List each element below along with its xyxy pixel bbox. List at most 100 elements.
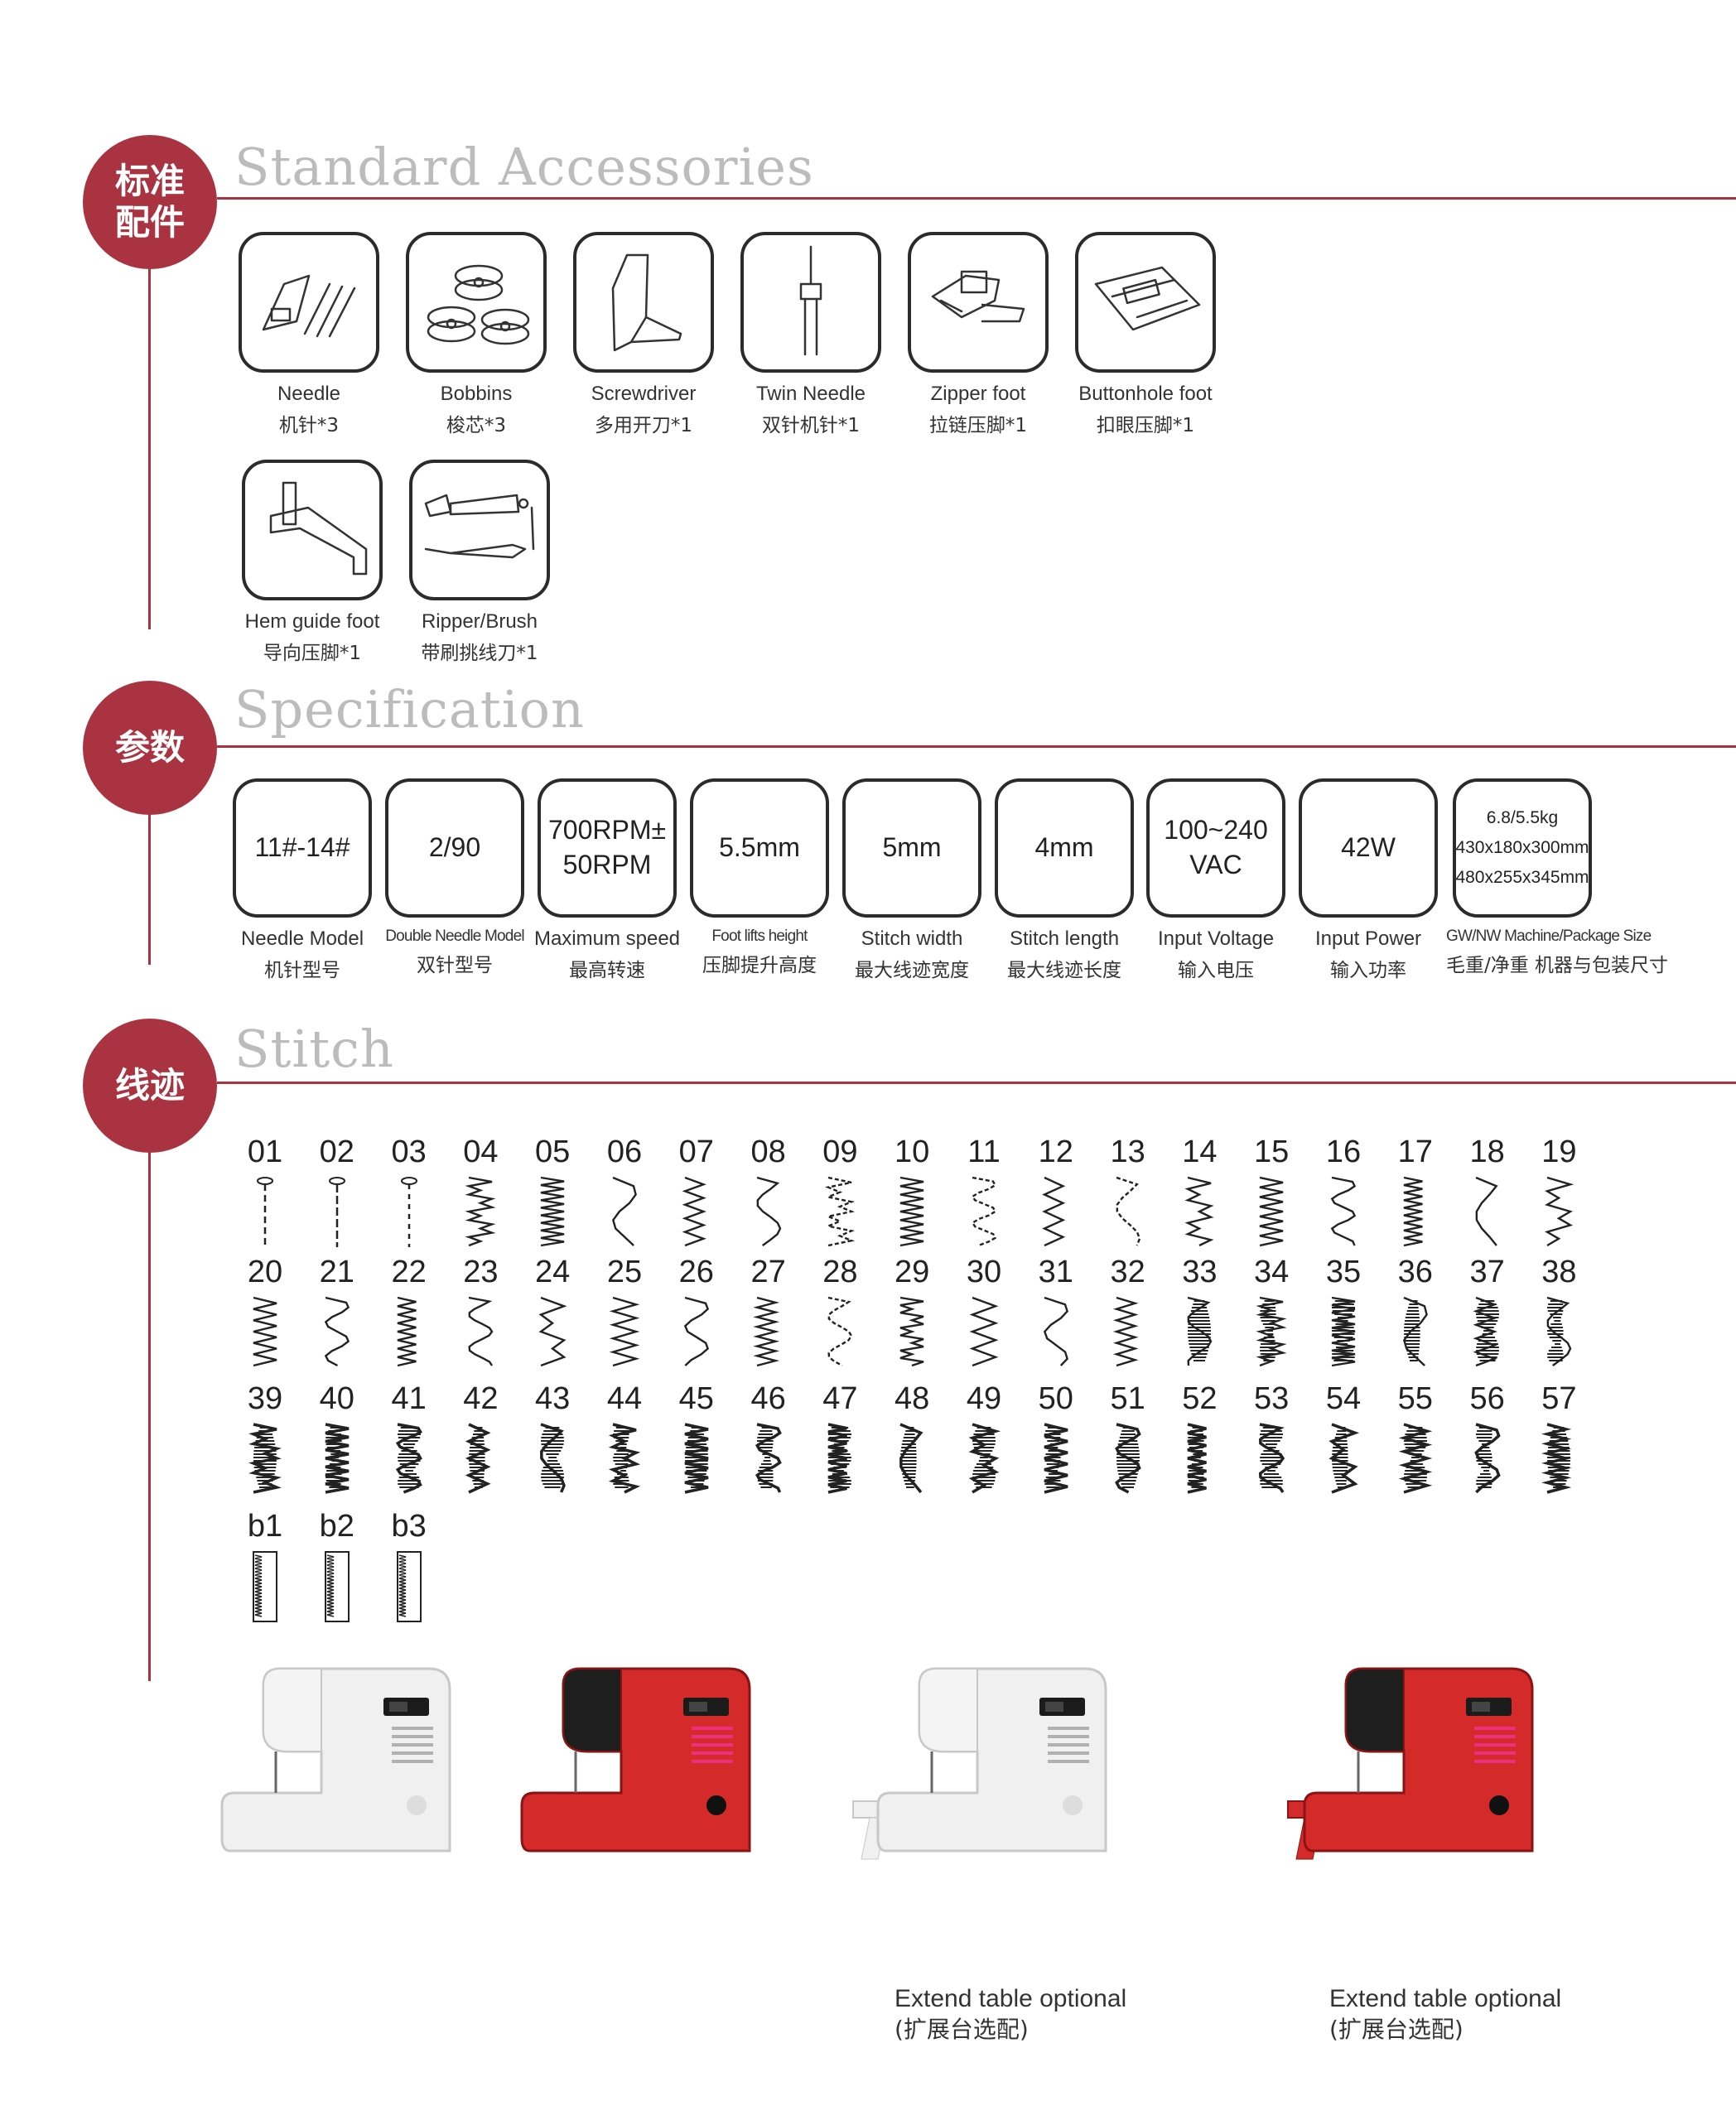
stitch-number: 23 [463, 1255, 499, 1289]
accessory-label-en: Needle [277, 383, 341, 405]
spec-label-cn: 毛重/净重 机器与包装尺寸 [1446, 955, 1669, 976]
spec-label-cn: 机针型号 [264, 960, 340, 981]
stitch-pattern-icon [530, 1176, 575, 1251]
stitch-pattern-icon [243, 1176, 287, 1251]
spec-label-cn: 双针型号 [417, 955, 493, 976]
accessories-badge: 标准 配件 [83, 135, 217, 269]
spec-label-en: Foot lifts height [711, 928, 808, 945]
stitch-pattern-icon [1393, 1176, 1438, 1251]
accessory-label-cn: 导向压脚*1 [263, 643, 362, 664]
accessory-box [740, 232, 881, 373]
hem-guide-foot-icon [250, 466, 374, 595]
spec-value: 100~240 VAC [1146, 778, 1285, 918]
stitch-number: 35 [1325, 1255, 1362, 1289]
caption-cn: (扩展台选配) [1329, 2015, 1464, 2043]
stitch-number: 38 [1541, 1255, 1577, 1289]
spec-value: 42W [1299, 778, 1438, 918]
spec-value: 5.5mm [690, 778, 829, 918]
accessory-label-cn: 多用开刀*1 [594, 415, 693, 436]
stitch-pattern-icon [1393, 1296, 1438, 1371]
accessory-box [409, 460, 550, 600]
stitch-pattern-icon [1536, 1176, 1581, 1251]
stitch-title: Stitch [234, 1019, 394, 1079]
stitch-number: 30 [966, 1255, 1002, 1289]
stitch-number: 17 [1397, 1135, 1433, 1169]
accessory-label-cn: 机针*3 [278, 415, 340, 436]
spec-label-cn: 压脚提升高度 [702, 955, 817, 976]
caption-en: Extend table optional [895, 1985, 1127, 2012]
accessory-label-en: Bobbins [440, 383, 513, 405]
spec-value: 5mm [842, 778, 981, 918]
needle-icon [247, 238, 371, 367]
accessory-label-cn: 扣眼压脚*1 [1096, 415, 1195, 436]
stitch-pattern-icon [315, 1423, 359, 1498]
accessory-box [239, 232, 379, 373]
screwdriver-icon [581, 238, 706, 367]
stitch-pattern-icon [1106, 1296, 1150, 1371]
stitch-pattern-icon [817, 1423, 862, 1498]
spec-value: 4mm [995, 778, 1134, 918]
spec-label-cn: 最大线迹长度 [1007, 960, 1121, 981]
accessory-box [1075, 232, 1216, 373]
stitch-pattern-icon [387, 1176, 432, 1251]
stitch-pattern-icon [890, 1176, 934, 1251]
stitch-pattern-icon [1536, 1423, 1581, 1498]
stitch-number: 48 [895, 1381, 930, 1416]
spec-label-en: GW/NW Machine/Package Size [1446, 928, 1652, 945]
stitch-pattern-icon [243, 1550, 287, 1627]
stitch-number: 06 [606, 1135, 643, 1169]
stitch-pattern-icon [1106, 1423, 1150, 1498]
spec-label-cn: 输入电压 [1178, 960, 1254, 981]
stitch-pattern-icon [962, 1176, 1006, 1251]
stitch-number: 44 [606, 1381, 643, 1416]
white-machine-extend-table [795, 1660, 1176, 1876]
stitch-number: 43 [535, 1381, 571, 1416]
stitch-number: 11 [967, 1135, 1001, 1169]
accessory-item: Buttonhole foot 扣眼压脚*1 [1072, 232, 1219, 437]
stitch-pattern-icon [1536, 1296, 1581, 1371]
spec-badge: 参数 [83, 681, 217, 815]
stitch-number: 55 [1397, 1381, 1433, 1416]
stitch-pattern-icon [1177, 1176, 1222, 1251]
stitch-number: 20 [247, 1255, 283, 1289]
stitch-number: 39 [247, 1381, 283, 1416]
stitch-number: 01 [247, 1135, 283, 1169]
accessory-label-cn: 拉链压脚*1 [928, 415, 1028, 436]
stitch-pattern-icon [1249, 1176, 1294, 1251]
stitch-number: 28 [822, 1255, 858, 1289]
stitch-pattern-icon [746, 1423, 791, 1498]
zipper-foot-icon [916, 238, 1040, 367]
caption-en: Extend table optional [1329, 1985, 1562, 2012]
spec-label-en: Input Power [1314, 928, 1422, 950]
accessory-item: Twin Needle 双针机针*1 [737, 232, 885, 437]
spec-item: 4mm Stitch length 最大线迹长度 [988, 778, 1140, 982]
stitch-number: 19 [1541, 1135, 1577, 1169]
stitch-pattern-icon [1034, 1296, 1078, 1371]
stitch-pattern-icon [890, 1296, 934, 1371]
stitch-pattern-icon [1106, 1176, 1150, 1251]
stitch-pattern-icon [1249, 1423, 1294, 1498]
stitch-number: 22 [391, 1255, 427, 1289]
stitch-pattern-icon [746, 1176, 791, 1251]
stitch-pattern-icon [1034, 1423, 1078, 1498]
twin-needle-icon [749, 238, 873, 367]
stitch-pattern-icon [890, 1423, 934, 1498]
stitch-number: 18 [1469, 1135, 1505, 1169]
stitch-number: 12 [1038, 1135, 1073, 1169]
stitch-pattern-icon [458, 1296, 503, 1371]
stitch-number: b2 [319, 1509, 354, 1544]
stitch-pattern-icon [1249, 1296, 1294, 1371]
stitch-number: 15 [1254, 1135, 1290, 1169]
stitch-number: 56 [1469, 1381, 1505, 1416]
stitch-badge: 线迹 [83, 1019, 217, 1153]
accessory-item: Ripper/Brush 带刷挑线刀*1 [406, 460, 553, 665]
stitch-number: 51 [1110, 1381, 1145, 1416]
buttonhole-foot-icon [1083, 238, 1208, 367]
stitch-number: 37 [1469, 1255, 1505, 1289]
stitch-number: 45 [678, 1381, 714, 1416]
accessory-box [406, 232, 547, 373]
stitch-number: 49 [966, 1381, 1002, 1416]
spec-item: 700RPM± 50RPM Maximum speed 最高转速 [531, 778, 683, 982]
stitch-number: 50 [1038, 1381, 1073, 1416]
spec-item: 42W Input Power 输入功率 [1292, 778, 1444, 982]
